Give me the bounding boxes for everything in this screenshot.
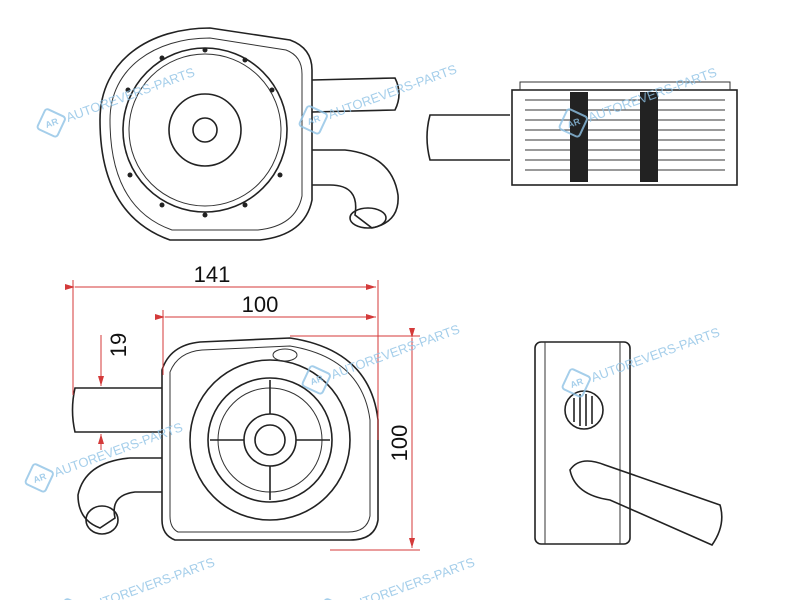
dimension-141-label: 141: [194, 262, 231, 287]
top-view-side: [426, 81, 738, 186]
dimension-19-label: 19: [106, 333, 131, 357]
bottom-view-side: [534, 341, 723, 546]
top-view-front: [99, 27, 400, 241]
dimension-lines: [65, 280, 420, 551]
dimension-100-height-label: 100: [387, 425, 412, 462]
dimension-100-width-label: 100: [242, 292, 279, 317]
